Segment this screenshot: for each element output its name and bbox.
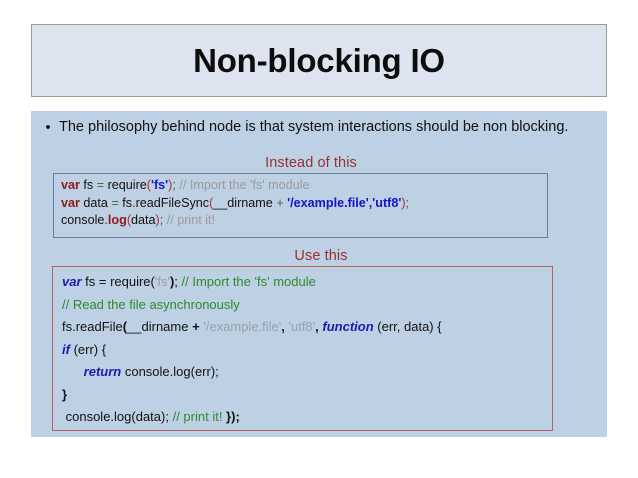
code-token: . bbox=[132, 195, 136, 210]
code-token: __dirname bbox=[213, 195, 277, 210]
code-token: ; bbox=[159, 213, 164, 227]
code-token: data bbox=[131, 213, 156, 227]
code-line: // Read the file asynchronously bbox=[62, 294, 552, 317]
code-token: ) bbox=[168, 178, 173, 192]
code-token: , bbox=[281, 319, 289, 334]
code-token: = bbox=[96, 178, 105, 192]
code-token: ) bbox=[401, 195, 406, 210]
code-token: var bbox=[62, 274, 82, 289]
code-token: fs.readFile bbox=[62, 319, 123, 334]
code-token: fs bbox=[79, 178, 97, 192]
code-token: , bbox=[315, 319, 323, 334]
code-token: // Read the file asynchronously bbox=[62, 296, 240, 312]
code-line: var fs = require('fs'); // Import the 'f… bbox=[62, 271, 552, 294]
code-token: if bbox=[62, 341, 70, 357]
code-token: // print it! bbox=[172, 409, 223, 424]
code-token: ; bbox=[172, 178, 176, 192]
code-token: . bbox=[104, 213, 108, 227]
code-token: var bbox=[61, 195, 80, 210]
code-token: }); bbox=[222, 409, 240, 424]
code-block-async: var fs = require('fs'); // Import the 'f… bbox=[52, 266, 553, 431]
code-block-sync: var fs = require('fs'); // Import the 'f… bbox=[53, 173, 548, 238]
code-token: ; bbox=[405, 195, 410, 210]
code-token: (err, data) { bbox=[373, 319, 442, 334]
code-token: console.log(data); bbox=[62, 409, 173, 424]
body-placeholder: • The philosophy behind node is that sys… bbox=[31, 111, 607, 437]
code-line: console.log(data); // print it! bbox=[61, 212, 547, 230]
code-token: (err) { bbox=[69, 341, 107, 357]
code-token: '/example.file','utf8' bbox=[287, 195, 402, 210]
code-line: } bbox=[62, 384, 552, 407]
code-token: 'fs' bbox=[154, 274, 170, 289]
code-token: console.log(err); bbox=[121, 364, 219, 379]
bullet-text: The philosophy behind node is that syste… bbox=[59, 119, 569, 135]
code-token: return bbox=[83, 364, 122, 379]
code-line: if (err) { bbox=[62, 339, 552, 362]
code-token: ( bbox=[122, 319, 128, 334]
code-token: = bbox=[111, 195, 119, 210]
code-token: __dirname bbox=[127, 319, 193, 334]
code-token: ( bbox=[209, 195, 214, 210]
code-token bbox=[62, 364, 84, 379]
code-token: } bbox=[62, 386, 68, 402]
code-token: ) bbox=[155, 213, 160, 227]
code-line: fs.readFile(__dirname + '/example.file',… bbox=[62, 316, 552, 339]
code-token: // Import the 'fs' module bbox=[181, 274, 316, 289]
code-line: var fs = require('fs'); // Import the 'f… bbox=[61, 177, 547, 195]
caption-instead-of-this: Instead of this bbox=[265, 155, 357, 171]
bullet-item: • The philosophy behind node is that sys… bbox=[37, 117, 599, 138]
code-line: var data = fs.readFileSync(__dirname + '… bbox=[61, 195, 547, 213]
code-token: // Import the 'fs' module bbox=[175, 178, 310, 192]
code-token: + bbox=[276, 195, 284, 210]
bullet-marker-icon: • bbox=[45, 119, 51, 136]
code-token: require bbox=[104, 178, 147, 192]
code-token: + bbox=[192, 319, 200, 334]
code-token: function bbox=[322, 319, 374, 334]
page-title: Non-blocking IO bbox=[193, 41, 445, 79]
code-line: console.log(data); // print it! }); bbox=[62, 406, 552, 429]
code-line: return console.log(err); bbox=[62, 361, 552, 384]
code-token: // print it! bbox=[163, 213, 216, 227]
code-token: ; bbox=[174, 274, 182, 289]
code-token: data bbox=[79, 195, 112, 210]
caption-use-this: Use this bbox=[294, 248, 348, 264]
code-token: ) bbox=[169, 274, 175, 289]
code-token: var bbox=[61, 178, 80, 192]
code-token: fs = require( bbox=[81, 274, 155, 289]
code-token: '/example.file' bbox=[203, 319, 282, 334]
code-token: ( bbox=[146, 178, 151, 192]
code-token: ( bbox=[126, 213, 132, 227]
code-token: readFileSync bbox=[135, 195, 210, 210]
code-token: log bbox=[107, 213, 127, 227]
code-token: fs bbox=[118, 195, 133, 210]
code-token: 'utf8' bbox=[288, 319, 316, 334]
code-token: console bbox=[61, 213, 105, 227]
title-placeholder: Non-blocking IO bbox=[31, 24, 607, 97]
code-token: 'fs' bbox=[150, 178, 169, 192]
